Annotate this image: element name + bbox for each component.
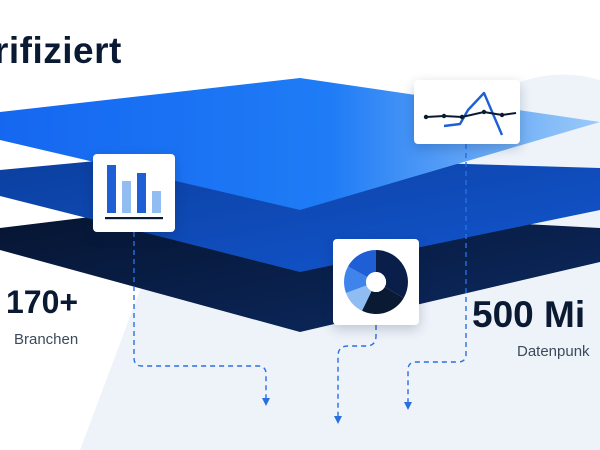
bar-chart-icon (105, 165, 163, 220)
donut-segment (348, 250, 376, 278)
stat-datapoints-label: Datenpunk (517, 343, 590, 360)
donut-segment (362, 287, 404, 315)
line-chart-icon (423, 91, 517, 136)
donut-segment (376, 250, 408, 298)
page-title: rifiziert (0, 30, 122, 71)
line-chart-point (441, 113, 447, 119)
stat-industries-label: Branchen (14, 331, 79, 348)
line-chart-point (481, 109, 487, 115)
donut-hole (366, 272, 386, 292)
arrow-down-icon (404, 402, 412, 410)
arrow-down-icon (262, 398, 270, 406)
connector-lines (133, 144, 467, 416)
bar-icon-bar (122, 181, 131, 213)
line-chart-card (414, 80, 520, 144)
donut-chart-card (333, 239, 419, 325)
stat-datapoints-value: 500 Mi (472, 294, 586, 335)
line-chart-point (499, 112, 505, 118)
arrow-down-icon (334, 416, 342, 424)
stat-industries-value: 170+ (6, 284, 79, 320)
bar-icon-bar (152, 191, 161, 213)
bar-icon-bar (137, 173, 146, 213)
donut-chart-icon (344, 250, 408, 315)
line-chart-points (423, 109, 505, 120)
bar-chart-card (93, 154, 175, 232)
bar-icon-baseline (105, 217, 163, 220)
connector-bar (133, 232, 267, 398)
line-chart-series-blue (443, 91, 504, 136)
arrow-down-icon (262, 398, 412, 424)
connector-donut (337, 325, 377, 416)
donut-segment (346, 285, 372, 311)
donut-segment (344, 266, 368, 293)
connector-line (407, 144, 467, 402)
line-chart-point (459, 114, 465, 120)
line-chart-series-dark (425, 110, 517, 119)
line-chart-point (423, 114, 429, 120)
bar-icon-bar (107, 165, 116, 213)
